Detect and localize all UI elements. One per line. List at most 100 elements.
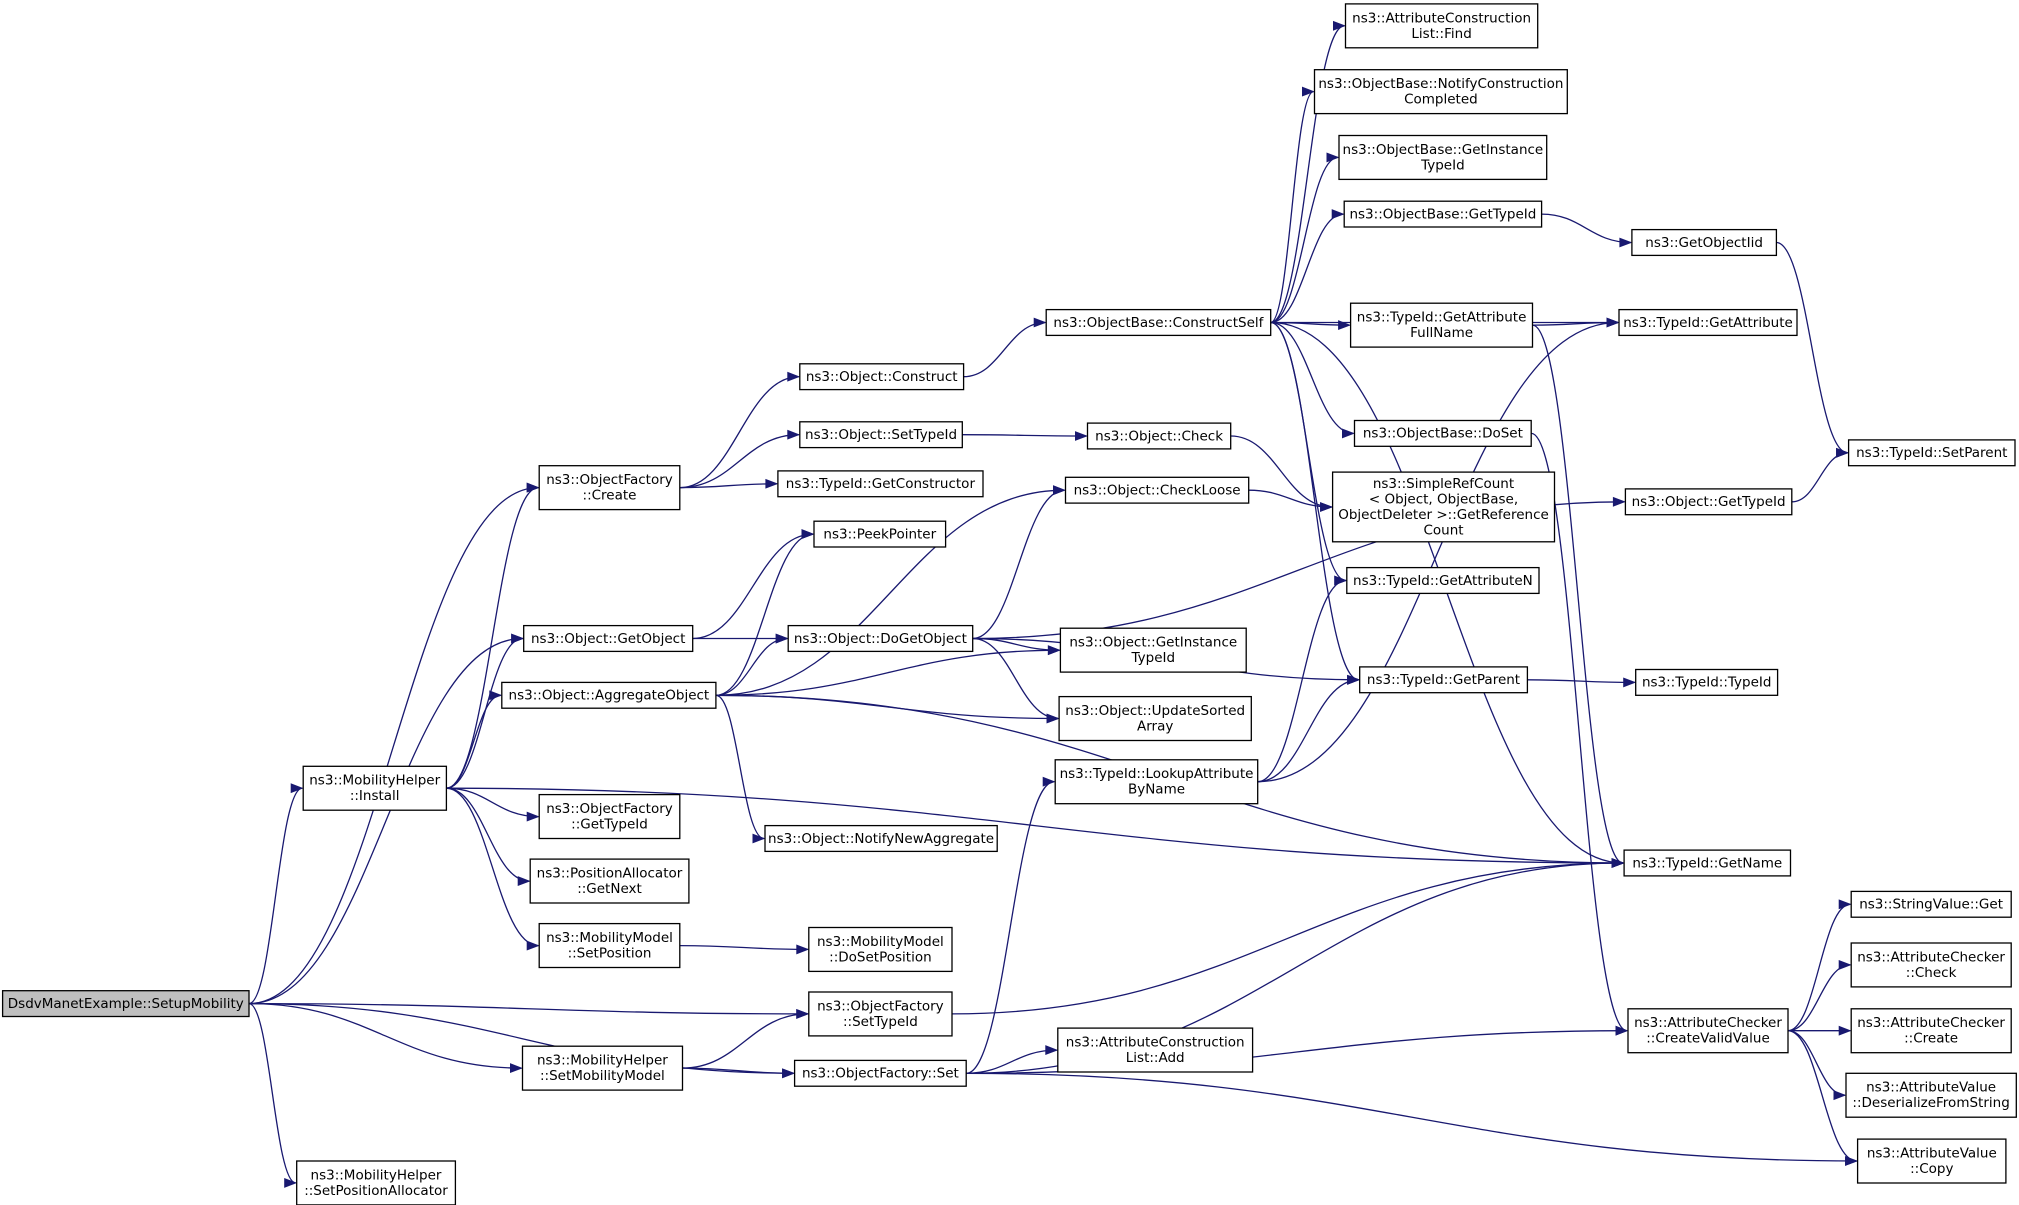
function-node-av-deser[interactable]: ns3::AttributeValue::DeserializeFromStri… [1845,1072,2017,1118]
function-node-mm-setposition[interactable]: ns3::MobilityModel::SetPosition [538,922,681,969]
edge-line [248,1002,794,1074]
function-node-mm-dosetposition[interactable]: ns3::MobilityModel::DoSetPosition [808,926,953,973]
node-box [787,624,974,653]
function-node-peekpointer[interactable]: ns3::PeekPointer [813,520,947,548]
function-node-getobject[interactable]: ns3::Object::GetObject [523,624,694,653]
arrowhead-icon [1836,447,1850,458]
node-label: ns3::AttributeValue [1866,1080,1996,1096]
call-edge-checkloose-to-simplerefcount [1248,489,1334,512]
function-node-mh-install[interactable]: ns3::MobilityHelper::Install [302,765,448,811]
function-node-stringvalue-get[interactable]: ns3::StringValue::Get [1850,890,2012,918]
node-box [1353,419,1532,447]
function-node-obj-construct[interactable]: ns3::Object::Construct [799,363,965,391]
function-node-constructself[interactable]: ns3::ObjectBase::ConstructSelf [1045,308,1272,337]
function-node-ac-createvalid[interactable]: ns3::AttributeChecker::CreateValidValue [1627,1008,1789,1054]
function-node-getname[interactable]: ns3::TypeId::GetName [1623,849,1792,877]
node-label: List::Find [1411,26,1471,42]
edge-line [715,637,788,696]
function-node-dogetobject[interactable]: ns3::Object::DoGetObject [787,624,974,653]
edge-line [248,1002,296,1184]
function-node-aggregate[interactable]: ns3::Object::AggregateObject [501,681,717,709]
node-label: ::Create [1904,1031,1958,1047]
arrowhead-icon [290,783,304,794]
edge-line [1257,321,1619,783]
arrowhead-icon [526,811,540,822]
function-node-notifynewagg[interactable]: ns3::Object::NotifyNewAggregate [764,824,998,853]
node-label: ObjectDeleter >::GetReference [1338,507,1549,523]
arrowhead-icon [801,529,815,540]
node-label: ns3::AttributeConstruction [1066,1035,1245,1051]
node-label: ns3::GetObjectIid [1645,235,1763,251]
node-label: ns3::ObjectFactory::Set [802,1066,959,1082]
function-node-pa-getnext[interactable]: ns3::PositionAllocator::GetNext [529,858,690,904]
call-edge-root-to-mh_setmobmodel [248,1002,523,1074]
node-box [777,470,984,498]
call-edge-aggregate-to-checkloose [715,485,1066,696]
function-node-of-create[interactable]: ns3::ObjectFactory::Create [538,465,681,511]
function-node-of-set[interactable]: ns3::ObjectFactory::Set [793,1059,967,1087]
function-node-settypeid-obj[interactable]: ns3::Object::SetTypeId [799,421,963,449]
function-node-mh-setmobmodel[interactable]: ns3::MobilityHelper::SetMobilityModel [521,1045,684,1091]
function-node-of-settypeid[interactable]: ns3::ObjectFactory::SetTypeId [808,991,953,1037]
function-node-getconstructor[interactable]: ns3::TypeId::GetConstructor [777,470,984,498]
function-node-ac-check[interactable]: ns3::AttributeChecker::Check [1850,942,2012,988]
call-edge-lookupattr-to-getattribute [1257,317,1620,783]
function-node-typeid-typeid[interactable]: ns3::TypeId::TypeId [1635,668,1779,696]
node-label: ns3::PositionAllocator [537,866,683,882]
function-node-of-gettypeid[interactable]: ns3::ObjectFactory::GetTypeId [538,793,681,840]
node-label: ns3::TypeId::GetName [1632,855,1782,871]
node-label: ns3::AttributeChecker [1857,1015,2005,1031]
node-label: ns3::Object::AggregateObject [509,688,710,704]
node-label: ns3::ObjectFactory [546,801,673,817]
node-label: ns3::ObjectBase::ConstructSelf [1053,315,1264,331]
function-node-getobjectiid[interactable]: ns3::GetObjectIid [1631,228,1778,257]
call-edge-aggregate-to-notifynewagg [715,694,766,844]
call-edge-of_settypeid-to-getname [951,858,1625,1015]
edge-line [248,1002,522,1069]
function-node-simplerefcount[interactable]: ns3::SimpleRefCount< Object, ObjectBase,… [1331,471,1556,543]
function-node-ac-create[interactable]: ns3::AttributeChecker::Create [1850,1008,2012,1054]
arrowhead-icon [752,833,766,844]
edge-line [966,1049,1057,1074]
arrowhead-icon [787,371,801,382]
arrowhead-icon [1612,496,1626,507]
function-node-root[interactable]: DsdvManetExample::SetupMobility [1,990,250,1018]
call-edge-getobject-to-peekpointer [692,529,815,640]
node-label: ::DoSetPosition [829,949,931,965]
function-node-doset[interactable]: ns3::ObjectBase::DoSet [1353,419,1532,447]
node-box [538,793,681,840]
node-box [1624,488,1793,516]
function-node-checkloose[interactable]: ns3::Object::CheckLoose [1064,476,1250,504]
function-node-getattribute[interactable]: ns3::TypeId::GetAttribute [1618,308,1798,337]
function-node-getattributen[interactable]: ns3::TypeId::GetAttributeN [1346,566,1540,595]
function-node-setparent[interactable]: ns3::TypeId::SetParent [1847,439,2016,467]
edge-line [1541,213,1631,244]
function-node-getparent[interactable]: ns3::TypeId::GetParent [1359,666,1529,694]
function-node-obj-check[interactable]: ns3::Object::Check [1086,422,1232,450]
call-edge-mh_install-to-of_gettypeid [446,787,540,822]
node-label: ns3::TypeId::GetAttribute [1623,315,1793,331]
node-box [538,465,681,511]
edge-line [682,1067,794,1074]
function-node-av-copy[interactable]: ns3::AttributeValue::Copy [1856,1138,2007,1184]
call-edge-ac_createvalid-to-stringvalue_get [1787,899,1852,1032]
node-layer: DsdvManetExample::SetupMobilityns3::Attr… [1,3,2017,1205]
node-label: ::SetTypeId [843,1014,918,1030]
node-box [1850,942,2012,988]
function-node-ob-gettypeid[interactable]: ns3::ObjectBase::GetTypeId [1343,200,1543,228]
function-node-obj-gettypeid[interactable]: ns3::Object::GetTypeId [1624,488,1793,516]
node-label: List::Add [1126,1050,1185,1066]
edge-line [1257,579,1346,783]
node-box [813,520,947,548]
arrowhead-icon [1606,317,1620,328]
function-node-mh-setposalloc[interactable]: ns3::MobilityHelper::SetPositionAllocato… [296,1160,457,1205]
function-node-notify-completed[interactable]: ns3::ObjectBase::NotifyConstructionCompl… [1313,69,1568,115]
node-box [1346,566,1540,595]
